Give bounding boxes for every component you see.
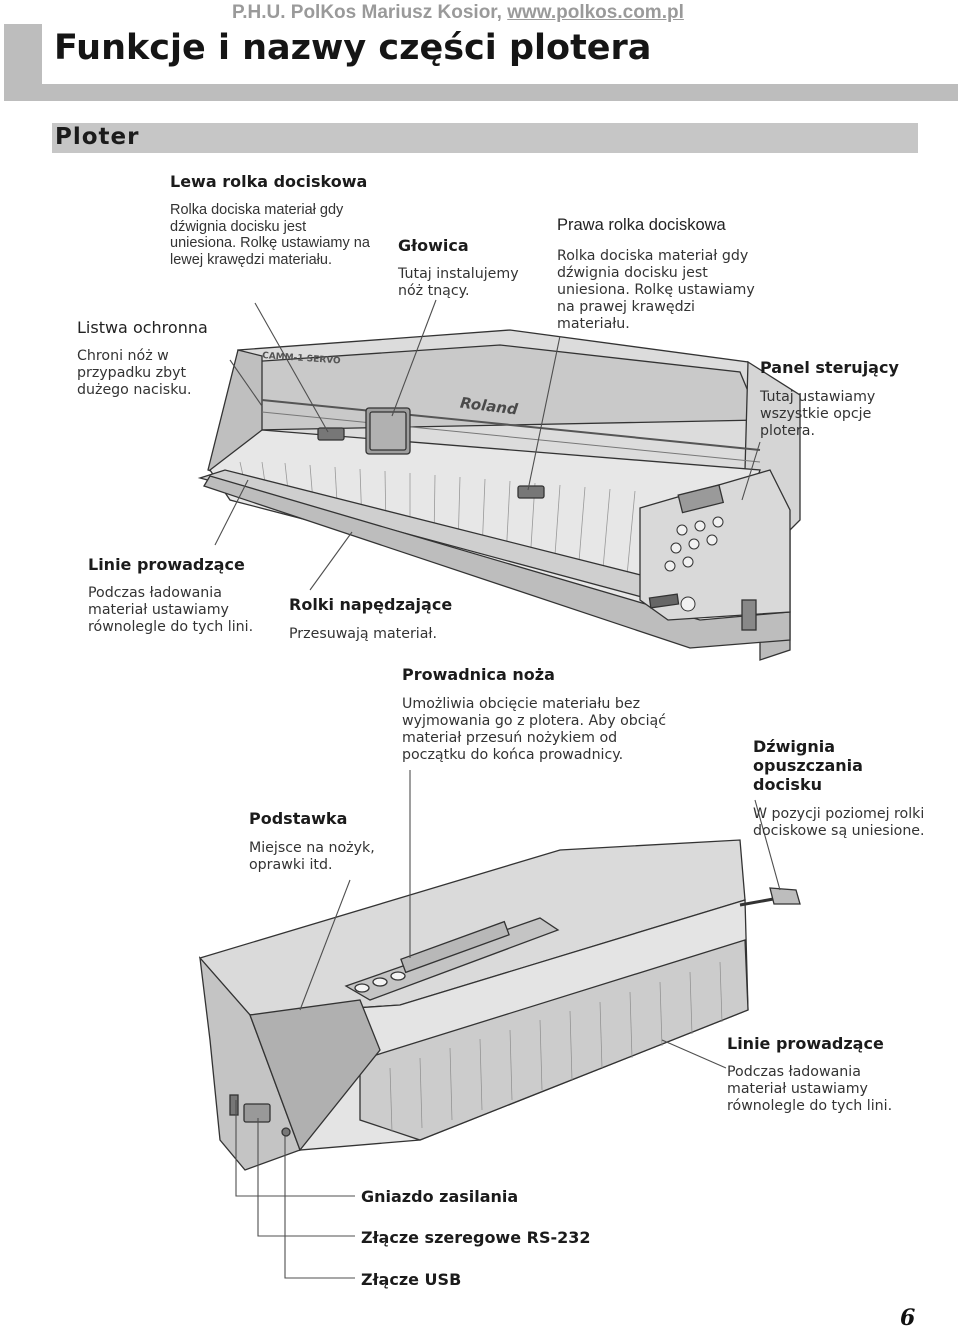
cutter-strip-description: Chroni nóż w przypadku zbyt dużego nacis… — [77, 348, 192, 398]
drive-rollers-label: Rolki napędzające — [289, 595, 453, 614]
right-roller-description: Rolka dociska materiał gdy dźwignia doci… — [557, 248, 755, 332]
usb-port-label: Złącze USB — [361, 1270, 462, 1289]
stand-description: Miejsce na nożyk, oprawki itd. — [249, 840, 375, 873]
left-roller-label: Lewa rolka dociskowa — [170, 172, 368, 191]
section-title: Ploter — [55, 124, 140, 150]
plotter-front-view — [197, 329, 801, 661]
plotter-rear-view — [198, 839, 801, 1171]
knife-guide-label: Prowadnica noża — [402, 665, 555, 684]
stand-label: Podstawka — [249, 809, 348, 828]
control-panel-description: Tutaj ustawiamy wszystkie opcje plotera. — [760, 389, 876, 439]
control-panel-label: Panel sterujący — [760, 358, 899, 377]
control-panel-buttons — [664, 516, 724, 612]
company-header: P.H.U. PolKos Mariusz Kosior, www.polkos… — [232, 2, 952, 24]
drive-rollers-description: Przesuwają materiał. — [289, 626, 437, 642]
page-number: 6 — [900, 1305, 916, 1331]
guide-buttons — [354, 971, 406, 993]
serial-port-label: Złącze szeregowe RS-232 — [361, 1228, 591, 1247]
head-description: Tutaj instalujemy nóż tnący. — [398, 266, 519, 299]
section-bar — [52, 123, 918, 153]
cutter-strip-label: Listwa ochronna — [77, 318, 208, 337]
right-roller-label: Prawa rolka dociskowa — [557, 216, 726, 234]
guide-lines-top-label: Linie prowadzące — [88, 555, 245, 574]
company-name: P.H.U. PolKos Mariusz Kosior, — [232, 2, 508, 23]
head-label: Głowica — [398, 236, 469, 255]
pinch-lever-description: W pozycji poziomej rolki dociskowe są un… — [753, 806, 925, 839]
title-corner-bar — [4, 24, 42, 101]
company-website-link[interactable]: www.polkos.com.pl — [507, 2, 684, 23]
knife-guide-description: Umożliwia obcięcie materiału bez wyjmowa… — [402, 696, 667, 763]
platen-grooves — [239, 461, 636, 587]
left-roller-description: Rolka dociska materiał gdy dźwignia doci… — [170, 202, 370, 268]
guide-lines-bottom-description: Podczas ładowania materiał ustawiamy rów… — [727, 1064, 893, 1114]
power-socket-label: Gniazdo zasilania — [361, 1187, 519, 1206]
title-rule — [42, 84, 958, 101]
pinch-lever-label: Dźwignia opuszczania docisku — [753, 737, 863, 795]
leader-lines — [214, 299, 781, 1279]
guide-lines-bottom-label: Linie prowadzące — [727, 1034, 884, 1053]
grill-lines — [389, 961, 723, 1133]
page-title: Funkcje i nazwy części plotera — [54, 28, 652, 68]
guide-lines-top-description: Podczas ładowania materiał ustawiamy rów… — [88, 585, 254, 635]
